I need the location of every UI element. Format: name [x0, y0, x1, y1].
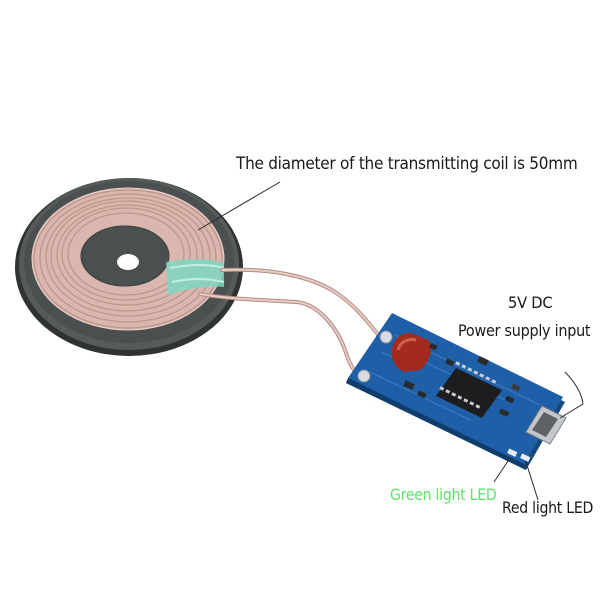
dc-voltage-label: 5V DC — [508, 293, 553, 312]
coil-diameter-label: The diameter of the transmitting coil is… — [236, 154, 578, 174]
ic-chip-icon — [436, 361, 502, 418]
smd-components — [403, 342, 521, 417]
coil-lead-wires — [198, 267, 382, 378]
solder-pad — [379, 330, 393, 344]
power-input-label: Power supply input — [458, 321, 591, 340]
solder-pad — [357, 369, 371, 383]
coil-wire-crossing — [166, 259, 224, 295]
transmitting-coil-icon — [15, 178, 243, 356]
circuit-board-icon — [346, 313, 567, 470]
led-icon — [507, 448, 531, 462]
micro-usb-port-icon — [525, 405, 567, 445]
coil-center-hole — [117, 254, 139, 270]
red-led-label: Red light LED — [502, 498, 594, 517]
capacitor-icon — [391, 333, 431, 372]
callout-lines — [197, 181, 584, 501]
green-led-label: Green light LED — [390, 485, 497, 504]
